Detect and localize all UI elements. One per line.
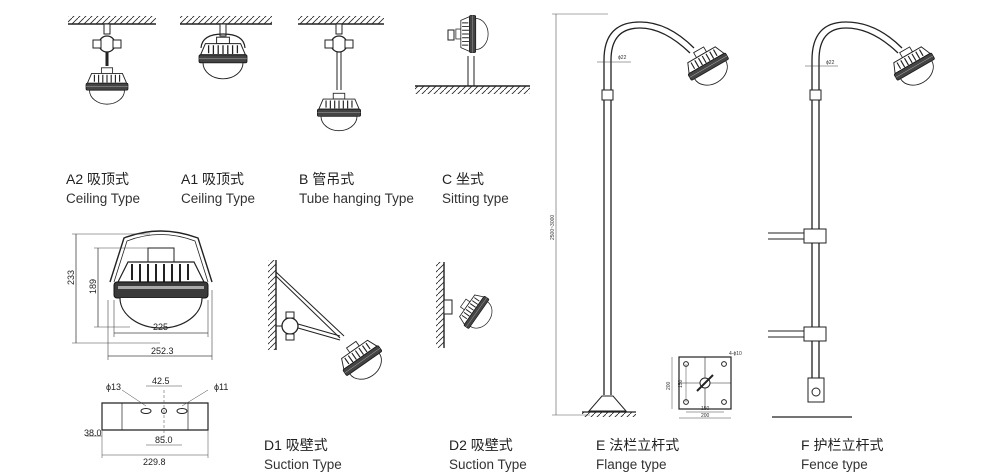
f-fence-pole-drawing	[768, 21, 943, 418]
caption-a2: A2 吸顶式 Ceiling Type	[66, 170, 140, 208]
caption-a1-en: Ceiling Type	[181, 191, 256, 206]
dim-height-body: 189	[88, 278, 98, 294]
dim-hole-left: ϕ13	[106, 382, 122, 392]
caption-b-zh: B 管吊式	[299, 171, 355, 187]
caption-a2-zh: A2 吸顶式	[66, 171, 130, 187]
caption-c-en: Sitting type	[442, 191, 509, 206]
dim-width-outer: 252.3	[151, 346, 174, 356]
dim-flange-h-inner: 150	[678, 379, 684, 388]
dim-width-inner: 225	[153, 322, 169, 332]
dim-pipe-f: ϕ22	[826, 60, 835, 66]
caption-a1: A1 吸顶式 Ceiling Type	[181, 170, 255, 208]
caption-b-en: Tube hanging Type	[299, 191, 414, 206]
caption-d2-en: Suction Type	[449, 457, 527, 472]
dim-pole-height: 2500~3000	[550, 214, 556, 240]
dim-bracket-height: 38.0	[84, 428, 102, 438]
caption-c-zh: C 坐式	[442, 171, 484, 187]
caption-a2-en: Ceiling Type	[66, 191, 141, 206]
a2-ceiling-drawing	[68, 16, 156, 105]
caption-d2-zh: D2 吸壁式	[449, 437, 513, 453]
dim-bracket-inner: 85.0	[155, 435, 173, 445]
caption-c: C 坐式 Sitting type	[442, 170, 509, 208]
caption-d1: D1 吸壁式 Suction Type	[264, 436, 342, 474]
e-flange-pole-drawing	[552, 13, 737, 419]
b-tube-hanging-drawing	[298, 16, 384, 132]
d1-suction-drawing	[268, 260, 392, 389]
dimension-drawing	[72, 230, 213, 360]
d2-suction-drawing	[436, 262, 500, 348]
caption-f-en: Fence type	[801, 457, 868, 472]
dim-flange-hole: 4-ϕ10	[729, 351, 742, 357]
dim-flange-w-inner: 150	[701, 406, 710, 412]
dim-height-total: 233	[66, 269, 76, 285]
caption-f-zh: F 护栏立杆式	[801, 437, 884, 453]
caption-b: B 管吊式 Tube hanging Type	[299, 170, 414, 208]
caption-d1-zh: D1 吸壁式	[264, 437, 328, 453]
caption-e: E 法栏立杆式 Flange type	[596, 436, 679, 474]
dim-flange-h-outer: 200	[666, 381, 672, 390]
dim-flange-w-outer: 200	[701, 413, 710, 419]
caption-d1-en: Suction Type	[264, 457, 342, 472]
caption-f: F 护栏立杆式 Fence type	[801, 436, 883, 474]
caption-a1-zh: A1 吸顶式	[181, 171, 245, 187]
caption-d2: D2 吸壁式 Suction Type	[449, 436, 527, 474]
caption-e-zh: E 法栏立杆式	[596, 437, 680, 453]
dim-hole-spacing: 42.5	[152, 376, 170, 386]
dim-bracket-outer: 229.8	[143, 457, 166, 467]
a1-ceiling-drawing	[180, 16, 272, 80]
caption-e-en: Flange type	[596, 457, 667, 472]
bracket-plate-drawing	[86, 385, 209, 458]
dim-hole-right: ϕ11	[214, 382, 229, 392]
c-sitting-drawing	[415, 14, 530, 94]
dim-pipe-e: ϕ22	[618, 55, 627, 61]
